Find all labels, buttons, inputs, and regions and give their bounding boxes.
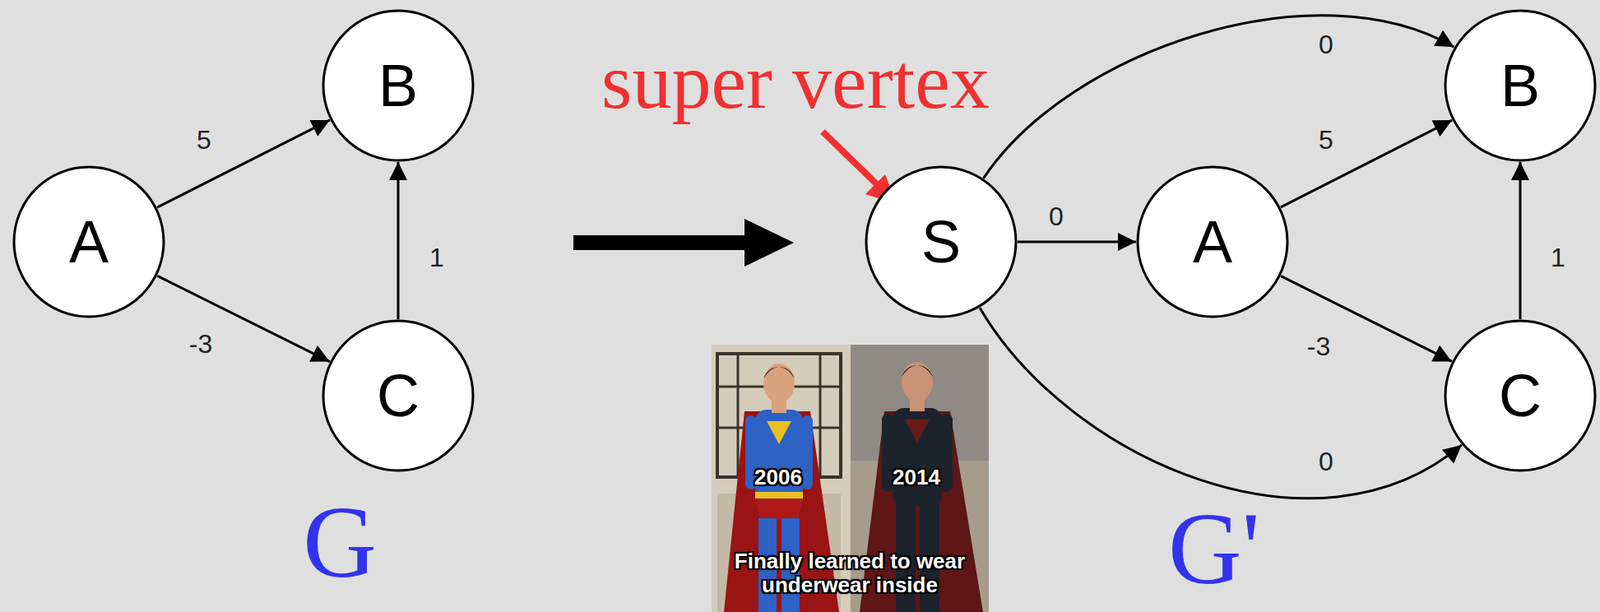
graph-name: G' xyxy=(1168,498,1261,601)
edge-weight: -3 xyxy=(185,329,216,359)
edge-arrow xyxy=(1017,241,1137,244)
vertex-name: B xyxy=(378,55,418,116)
edge-arrow xyxy=(979,307,1462,499)
graph-vertex: C xyxy=(321,319,475,473)
edge-weight: 0 xyxy=(1315,30,1337,60)
graph-vertex: S xyxy=(864,165,1018,319)
graph-vertex: A xyxy=(12,165,166,319)
meme-year: 2006 xyxy=(754,466,803,488)
meme-year: 2014 xyxy=(892,466,941,488)
edge-weight: 5 xyxy=(1315,125,1337,155)
edge-arrow xyxy=(1280,120,1452,208)
edge-weight: -3 xyxy=(1303,332,1334,362)
vertex-name: B xyxy=(1500,55,1540,116)
edge-weight: 1 xyxy=(1547,243,1569,273)
edge-weight: 1 xyxy=(426,243,448,273)
vertex-name: S xyxy=(921,212,961,272)
transform-arrow xyxy=(573,218,794,267)
edge-arrow xyxy=(1280,276,1452,362)
edge-weight: 0 xyxy=(1045,202,1067,232)
vertex-name: C xyxy=(1498,366,1542,426)
vertex-name: C xyxy=(376,366,420,426)
edge-arrow xyxy=(157,120,330,208)
pointer-line xyxy=(822,131,879,186)
meme-caption: Finally learned to wear underwear inside xyxy=(714,549,986,598)
edge-weight: 0 xyxy=(1315,447,1337,477)
graph-vertex: B xyxy=(321,9,475,163)
edge-arrow xyxy=(157,275,330,362)
callout-text: super vertex xyxy=(601,41,990,121)
graph-vertex: A xyxy=(1136,165,1290,319)
vertex-name: A xyxy=(69,212,109,272)
meme-picture xyxy=(711,344,989,612)
graph-vertex: B xyxy=(1443,9,1597,163)
graph-name: G xyxy=(302,491,377,594)
graph-vertex: C xyxy=(1443,319,1597,473)
edge-arrow xyxy=(397,162,400,320)
vertex-name: A xyxy=(1192,212,1233,272)
edge-weight: 5 xyxy=(193,125,215,155)
edge-arrow xyxy=(1519,162,1522,320)
